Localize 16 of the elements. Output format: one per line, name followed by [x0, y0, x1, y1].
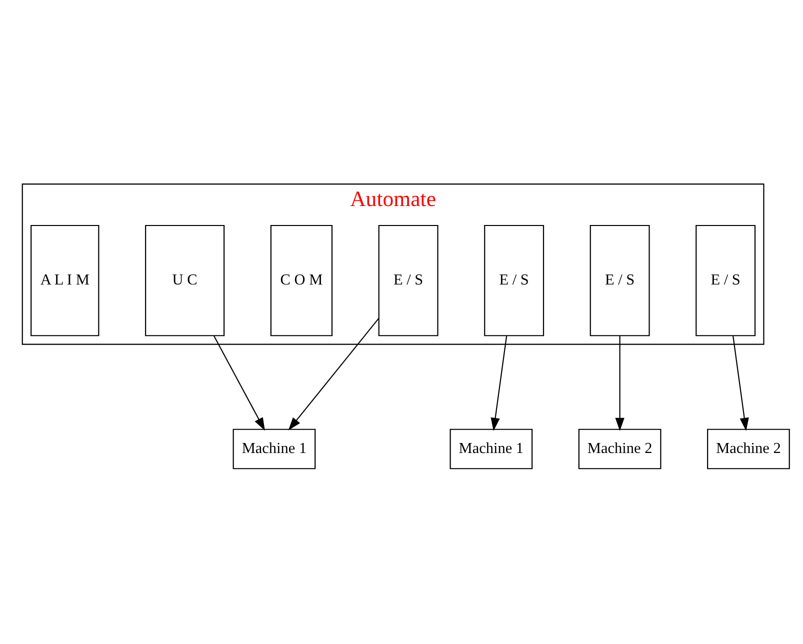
arrow — [213, 335, 265, 431]
node-box: E / S — [484, 224, 544, 336]
node-box: Machine 1 — [232, 428, 316, 470]
node-box: Machine 2 — [578, 428, 662, 470]
node-box: U C — [145, 224, 225, 336]
node-box: Machine 2 — [707, 428, 790, 470]
node-box: E / S — [590, 224, 650, 336]
arrow — [490, 336, 508, 431]
arrow — [288, 318, 379, 430]
arrow — [615, 336, 624, 431]
node-box: E / S — [696, 224, 756, 336]
node-box: E / S — [378, 224, 438, 336]
node-box: C O M — [270, 224, 333, 336]
node-box: Machine 1 — [450, 428, 533, 470]
arrow — [732, 336, 749, 431]
node-box: A L I M — [30, 224, 100, 336]
